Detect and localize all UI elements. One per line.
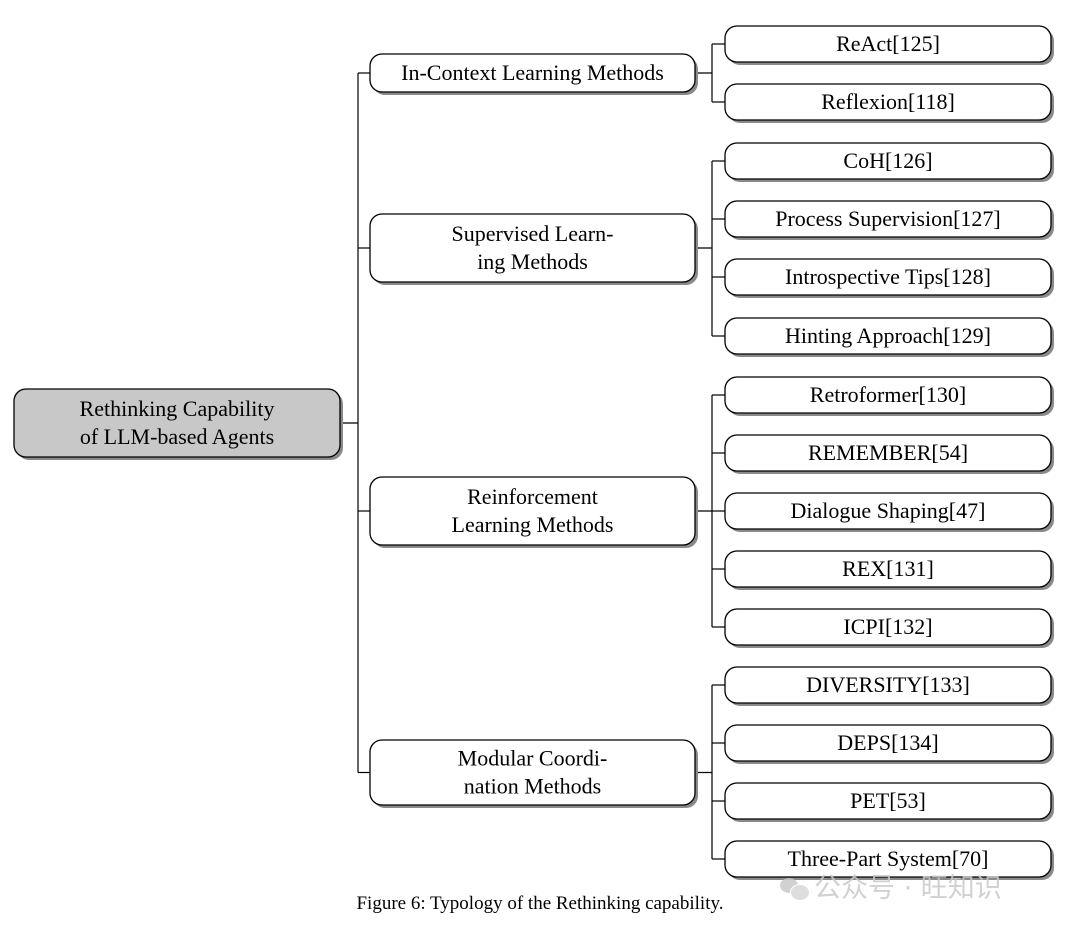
leaf-4-3-label: PET[53] — [850, 788, 926, 813]
watermark-text: 公众号 · 旺知识 — [814, 873, 1002, 904]
leaf-3-1-label: Retroformer[130] — [810, 382, 966, 407]
leaf-4-2-label: DEPS[134] — [837, 730, 938, 755]
category-4-box — [369, 739, 696, 806]
category-4-label: Modular Coordi- — [458, 746, 608, 771]
leaf-4-4-label: Three-Part System[70] — [788, 846, 989, 871]
figure-caption: Figure 6: Typology of the Rethinking cap… — [356, 893, 724, 914]
watermark: 公众号 · 旺知识 — [780, 866, 1002, 905]
leaf-3-2-box — [724, 434, 1052, 472]
leaf-3-4-label: REX[131] — [842, 556, 934, 581]
leaf-2-1-box — [724, 142, 1052, 180]
category-3-label: Learning Methods — [452, 512, 614, 537]
category-3-label: Reinforcement — [467, 484, 598, 509]
category-2-label: ing Methods — [477, 249, 588, 274]
leaf-4-1-box — [724, 666, 1052, 704]
root-node-box — [13, 388, 341, 458]
category-4-label: nation Methods — [464, 774, 602, 799]
leaf-2-2-box — [724, 200, 1052, 238]
leaf-3-1-box — [724, 376, 1052, 414]
root-node-label: of LLM-based Agents — [80, 424, 274, 449]
connector-lines — [340, 43, 725, 860]
leaf-3-5-label: ICPI[132] — [843, 614, 932, 639]
leaf-1-1-box — [724, 25, 1052, 63]
category-2-label: Supervised Learn- — [452, 221, 614, 246]
leaf-2-1-label: CoH[126] — [843, 148, 932, 173]
leaf-2-3-box — [724, 258, 1052, 296]
category-1-box — [369, 53, 696, 93]
diagram-boxes: Rethinking Capability of LLM-based Agents… — [13, 25, 1052, 878]
leaf-4-2-box — [724, 724, 1052, 762]
leaf-2-4-box — [724, 317, 1052, 355]
category-1-label: In-Context Learning Methods — [401, 60, 664, 85]
leaf-4-3-box — [724, 782, 1052, 820]
leaf-3-4-box — [724, 550, 1052, 588]
leaf-4-1-label: DIVERSITY[133] — [806, 672, 970, 697]
leaf-2-4-label: Hinting Approach[129] — [785, 323, 991, 348]
leaf-3-2-label: REMEMBER[54] — [808, 440, 968, 465]
leaf-2-2-label: Process Supervision[127] — [775, 206, 1000, 231]
category-2-box — [369, 213, 696, 283]
category-3-box — [369, 476, 696, 546]
leaf-3-3-box — [724, 492, 1052, 530]
leaf-1-1-label: ReAct[125] — [836, 31, 940, 56]
leaf-1-2-box — [724, 83, 1052, 121]
leaf-3-5-box — [724, 608, 1052, 646]
leaf-4-4-box — [724, 840, 1052, 878]
root-node-label: Rethinking Capability — [80, 396, 275, 421]
wechat-icon — [780, 876, 810, 901]
leaf-1-2-label: Reflexion[118] — [821, 89, 955, 114]
leaf-3-3-label: Dialogue Shaping[47] — [791, 498, 986, 523]
leaf-2-3-label: Introspective Tips[128] — [785, 264, 991, 289]
typology-diagram: Rethinking Capability of LLM-based Agents… — [13, 25, 1054, 880]
